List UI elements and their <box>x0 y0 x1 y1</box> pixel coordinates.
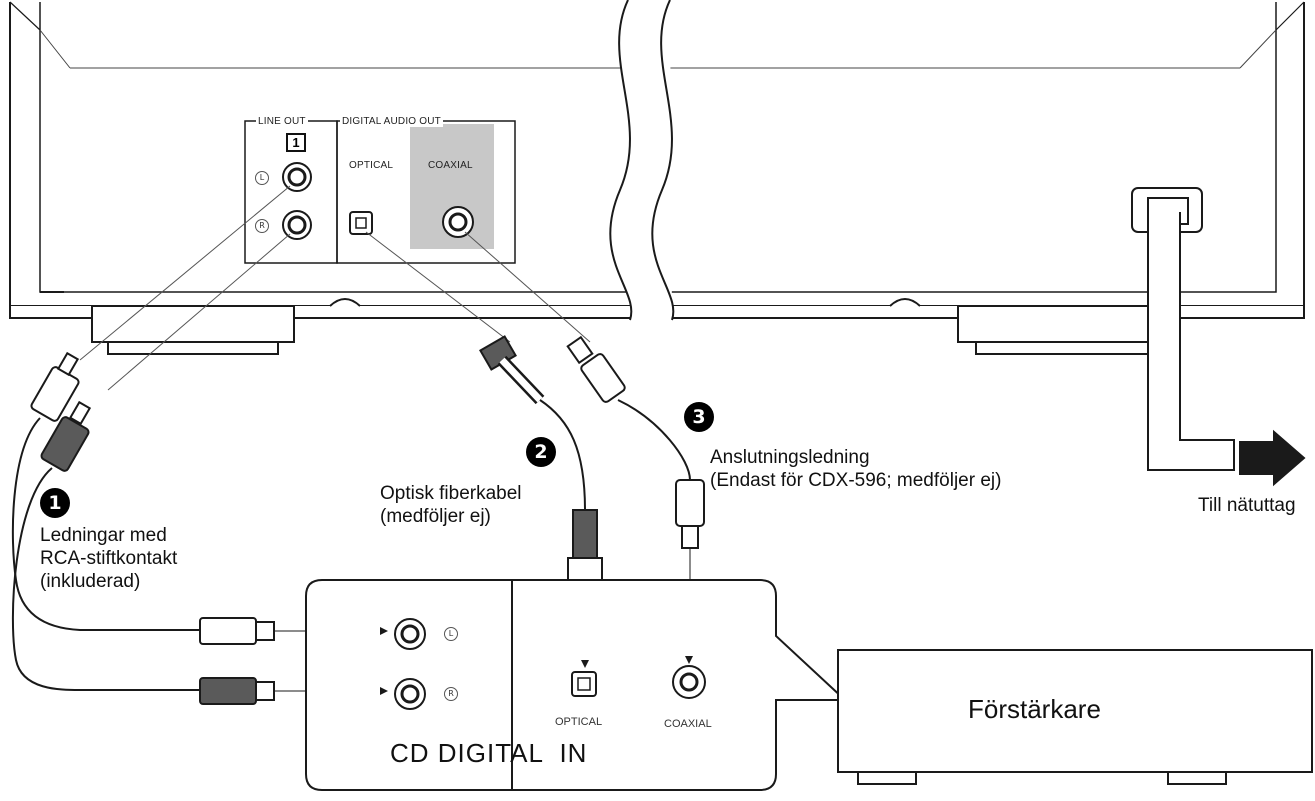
callout-1-line-1: Ledningar med <box>40 525 167 546</box>
callout-3-number: 3 <box>684 402 714 432</box>
power-outlet-label: Till nätuttag <box>1198 495 1296 516</box>
player-right-mark: R <box>255 219 269 233</box>
callout-3-line-1: Anslutningsledning <box>710 447 870 468</box>
callout-3-line-2: (Endast för CDX-596; medföljer ej) <box>710 470 1002 491</box>
cd-player-feet <box>91 298 1169 355</box>
callout-1-number: 1 <box>40 488 70 518</box>
amp-jacks <box>394 618 706 710</box>
callout-2-line-2: (medföljer ej) <box>380 506 491 527</box>
callout-2-text: Optisk fiberkabel (medföljer ej) <box>380 482 522 528</box>
callout-2-number: 2 <box>526 437 556 467</box>
rca-cable <box>11 351 380 705</box>
player-jacks <box>282 162 474 240</box>
callout-3-text: Anslutningsledning (Endast för CDX-596; … <box>710 446 1001 492</box>
connection-guides <box>79 185 591 391</box>
player-left-mark: L <box>255 171 269 185</box>
callout-1-line-2: RCA-stiftkontakt <box>40 548 178 569</box>
line-out-label: LINE OUT <box>256 116 308 127</box>
amp-coaxial-label: COAXIAL <box>664 718 712 730</box>
line-out-number-badge: 1 <box>286 133 306 152</box>
callout-1-line-3: (inkluderad) <box>40 571 141 592</box>
power-cable <box>1131 187 1306 487</box>
amp-right-mark: R <box>444 687 458 701</box>
coaxial-cable <box>566 335 705 660</box>
amplifier-box <box>837 649 1313 785</box>
amp-optical-label: OPTICAL <box>555 716 603 728</box>
callout-1-text: Ledningar med RCA-stiftkontakt (inkluder… <box>40 524 177 593</box>
callout-2-line-1: Optisk fiberkabel <box>380 483 522 504</box>
player-coaxial-label: COAXIAL <box>428 160 473 171</box>
cut-marks <box>609 0 675 321</box>
cd-digital-in-label: CD DIGITAL IN <box>390 738 588 768</box>
amp-arrows <box>380 627 693 695</box>
digital-audio-out-label: DIGITAL AUDIO OUT <box>340 116 443 127</box>
amp-left-mark: L <box>444 627 458 641</box>
player-optical-label: OPTICAL <box>349 160 394 171</box>
amplifier-label: Förstärkare <box>968 694 1101 724</box>
